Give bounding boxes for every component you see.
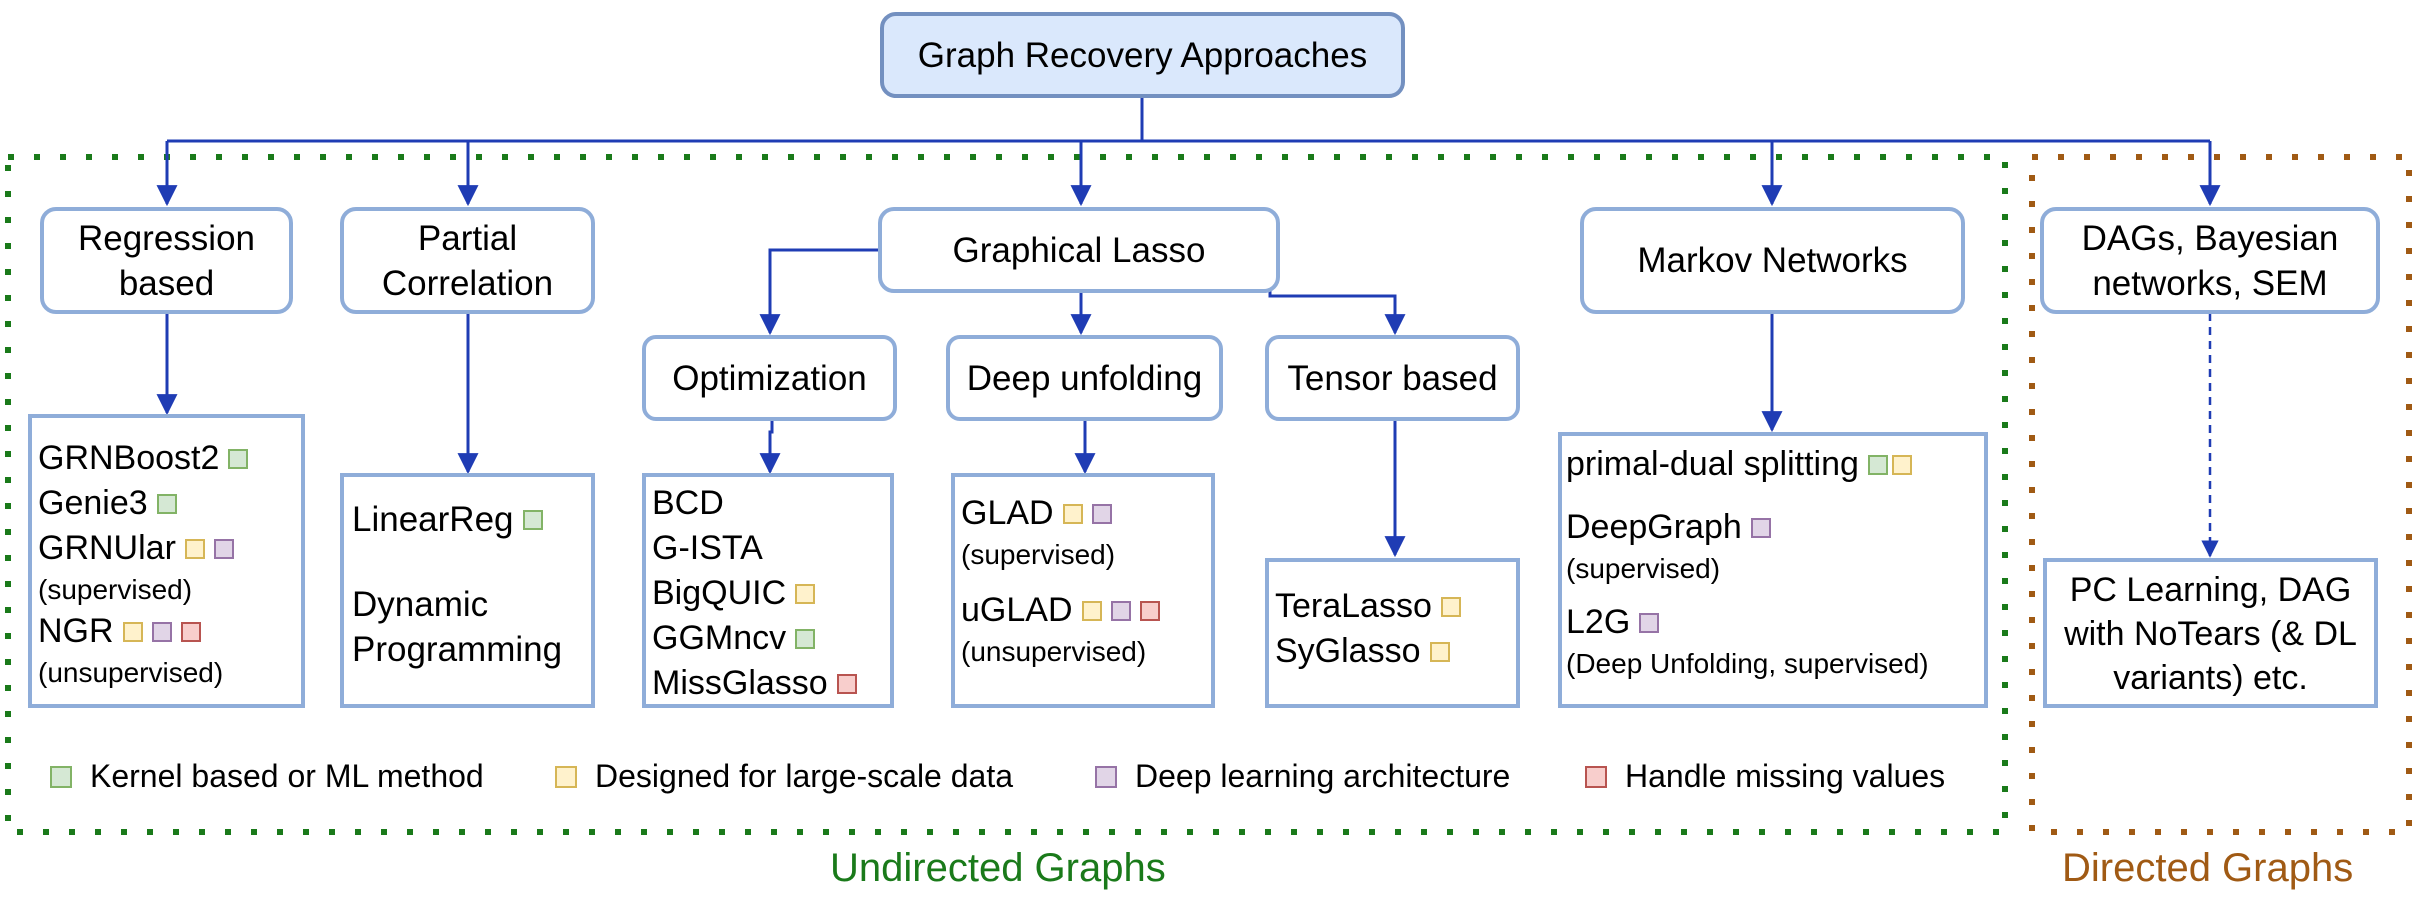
method-g-ista: G-ISTA (652, 529, 763, 567)
dags-label-line1: DAGs, Bayesian (2081, 218, 2339, 258)
optimization-label: Optimization (672, 358, 867, 398)
method-grnboost2: GRNBoost2 (38, 436, 301, 481)
markov-label: Markov Networks (1637, 241, 1908, 280)
uglad-note: (unsupervised) (961, 636, 1147, 667)
large-scale-tag (1891, 454, 1912, 475)
legend-item-missing-values: Handle missing values (1585, 758, 1945, 795)
large-scale-tag (1440, 596, 1461, 617)
method-ngr: NGR (38, 609, 301, 654)
markov-networks-node: Markov Networks (1580, 207, 1965, 314)
grnular-note: (supervised) (38, 574, 193, 605)
dag-methods-line1: PC Learning, DAG (2069, 571, 2352, 609)
method-glad: GLAD (961, 491, 1211, 536)
method-ggmncv: GGMncv (652, 616, 890, 661)
legend-green-swatch (50, 765, 72, 788)
deepgraph-note: (supervised) (1566, 553, 1721, 584)
dag-methods-line3: variants) etc. (2113, 659, 2308, 697)
method-dynamic-programming-1: Dynamic (352, 584, 489, 624)
l2g-note: (Deep Unfolding, supervised) (1566, 648, 1929, 679)
deep-learning-tag (1110, 600, 1131, 621)
dags-node: DAGs, Bayesian networks, SEM (2040, 207, 2380, 314)
method-deepgraph: DeepGraph (1566, 505, 1984, 550)
method-bigquic: BigQUIC (652, 571, 890, 616)
dags-label-line2: networks, SEM (2092, 263, 2328, 303)
deep-learning-tag (151, 621, 172, 642)
kernel-ml-tag (522, 509, 543, 530)
legend-purple-swatch (1095, 765, 1117, 788)
regression-methods-box: GRNBoost2 Genie3 GRNUlar (supervised) NG… (28, 414, 305, 708)
regression-label-line1: Regression (77, 218, 256, 258)
kernel-ml-tag (1867, 454, 1888, 475)
large-scale-tag (1081, 600, 1102, 621)
tensor-label: Tensor based (1287, 358, 1498, 398)
large-scale-tag (122, 621, 143, 642)
root-node: Graph Recovery Approaches (880, 12, 1405, 98)
optimization-methods-box: BCD G-ISTA BigQUIC GGMncv MissGlasso (642, 473, 894, 708)
dag-methods-line2: with NoTears (& DL (2064, 615, 2357, 653)
regression-label-line2: based (118, 263, 215, 303)
partial-label-line1: Partial (417, 218, 518, 258)
legend-item-kernel: Kernel based or ML method (50, 758, 484, 795)
legend-item-large-scale: Designed for large-scale data (555, 758, 1013, 795)
missing-values-tag (180, 621, 201, 642)
method-bcd: BCD (652, 484, 724, 522)
method-uglad: uGLAD (961, 588, 1211, 633)
undirected-group-frame (5, 154, 2008, 835)
root-label: Graph Recovery Approaches (917, 35, 1368, 75)
tensor-methods-box: TeraLasso SyGlasso (1265, 558, 1520, 708)
kernel-ml-tag (795, 628, 816, 649)
deep-unfolding-node: Deep unfolding (946, 335, 1223, 421)
markov-methods-box: primal-dual splitting DeepGraph (supervi… (1558, 432, 1988, 708)
large-scale-tag (1062, 503, 1083, 524)
method-missglasso: MissGlasso (652, 661, 890, 706)
partial-label-line2: Correlation (381, 263, 554, 303)
large-scale-tag (184, 538, 205, 559)
deep-learning-tag (213, 538, 234, 559)
dag-methods-box: PC Learning, DAG with NoTears (& DL vari… (2043, 558, 2378, 708)
glad-note: (supervised) (961, 539, 1116, 570)
kernel-ml-tag (156, 493, 177, 514)
method-l2g: L2G (1566, 600, 1984, 645)
missing-values-tag (836, 673, 857, 694)
undirected-graphs-label: Undirected Graphs (830, 846, 1166, 890)
optimization-node: Optimization (642, 335, 897, 421)
legend-yellow-swatch (555, 765, 577, 788)
glasso-label: Graphical Lasso (952, 230, 1206, 270)
method-dynamic-programming-2: Programming (352, 629, 563, 669)
deep-unfolding-label: Deep unfolding (966, 358, 1203, 398)
deep-learning-tag (1750, 517, 1771, 538)
deep-learning-tag (1639, 612, 1660, 633)
tensor-based-node: Tensor based (1265, 335, 1520, 421)
method-syglasso: SyGlasso (1275, 629, 1516, 674)
regression-node: Regression based (40, 207, 293, 314)
legend-item-deep-learning: Deep learning architecture (1095, 758, 1510, 795)
method-grnular: GRNUlar (38, 526, 301, 571)
partial-correlation-node: Partial Correlation (340, 207, 595, 314)
partial-methods-box: LinearReg Dynamic Programming (340, 473, 595, 708)
graphical-lasso-node: Graphical Lasso (878, 207, 1280, 293)
method-genie3: Genie3 (38, 481, 301, 526)
unfolding-methods-box: GLAD (supervised) uGLAD (unsupervised) (951, 473, 1215, 708)
kernel-ml-tag (228, 448, 249, 469)
directed-graphs-label: Directed Graphs (2062, 846, 2354, 890)
large-scale-tag (795, 583, 816, 604)
ngr-note: (unsupervised) (38, 657, 224, 688)
large-scale-tag (1429, 641, 1450, 662)
method-primal-dual-splitting: primal-dual splitting (1566, 442, 1984, 487)
legend-red-swatch (1585, 765, 1607, 788)
method-teralasso: TeraLasso (1275, 584, 1516, 629)
missing-values-tag (1139, 600, 1160, 621)
deep-learning-tag (1091, 503, 1112, 524)
method-linearreg: LinearReg (352, 497, 591, 542)
